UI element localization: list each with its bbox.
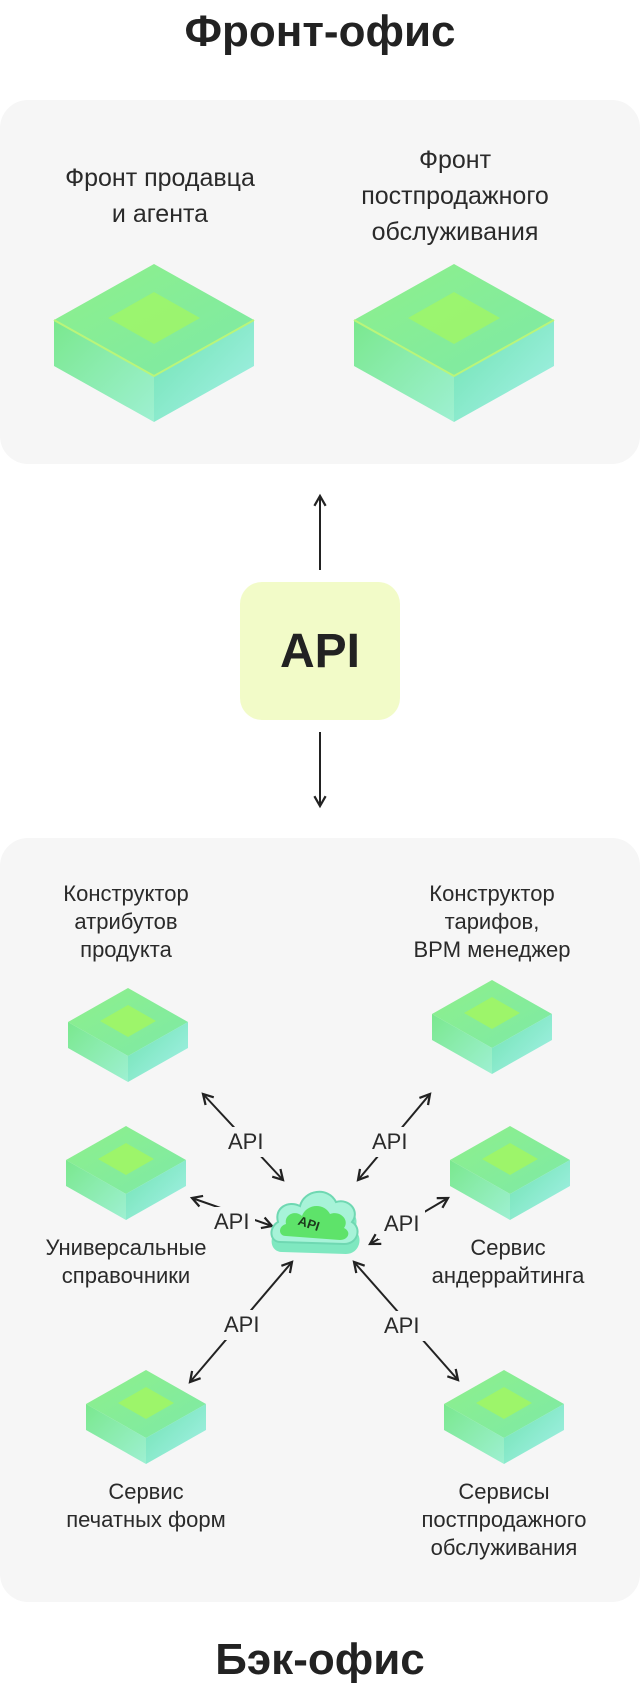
green-cube-icon <box>352 262 556 424</box>
connector-label-postsale-services: API <box>378 1311 426 1341</box>
api-box: API <box>240 582 400 720</box>
arrow-up-to-front <box>308 490 332 574</box>
back-item-label-underwriting: Сервис андеррайтинга <box>431 1235 585 1288</box>
back-item-label-directories: Универсальные справочники <box>45 1235 207 1288</box>
connector-label-tariffs: API <box>366 1127 414 1157</box>
green-cube-icon <box>64 1124 188 1222</box>
back-item-label-print-forms: Сервис печатных форм <box>66 1479 226 1532</box>
back-item-label-tariffs: Конструктор тарифов, BPM менеджер <box>413 881 571 962</box>
green-cube-icon <box>66 986 190 1084</box>
green-cube-icon <box>442 1368 566 1466</box>
front-office-panel <box>0 100 640 464</box>
connector-label-attributes: API <box>222 1127 270 1157</box>
front-item-label-postsale: Фронт постпродажного обслуживания <box>361 146 549 246</box>
green-cube-icon <box>52 262 256 424</box>
connector-label-directories: API <box>208 1207 256 1237</box>
connector-label-underwriting: API <box>378 1209 426 1239</box>
green-cube-icon <box>448 1124 572 1222</box>
green-cube-icon <box>430 978 554 1076</box>
api-box-label: API <box>279 624 360 678</box>
back-item-label-attributes: Конструктор атрибутов продукта <box>63 881 189 962</box>
connector-label-print-forms: API <box>218 1310 266 1340</box>
back-item-label-postsale-services: Сервисы постпродажного обслуживания <box>421 1479 587 1560</box>
arrow-down-to-back <box>308 728 332 812</box>
green-cube-icon <box>84 1368 208 1466</box>
front-item-label-seller: Фронт продавца и агента <box>65 164 255 228</box>
back-office-title: Бэк-офис <box>215 1635 425 1684</box>
front-office-title: Фронт-офис <box>184 7 456 56</box>
api-cloud-icon: API <box>268 1186 364 1262</box>
